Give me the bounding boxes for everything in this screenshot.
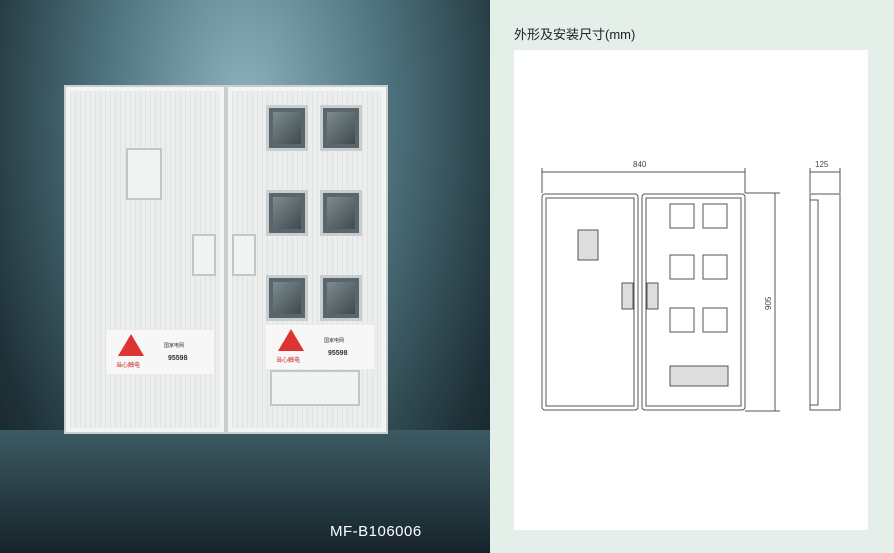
org-text: 国家电网 <box>324 338 345 344</box>
hotline-text: 95598 <box>328 350 348 357</box>
meter-window <box>320 275 362 321</box>
door-handle <box>232 234 256 276</box>
breaker-cover <box>270 370 360 406</box>
meter-window <box>266 275 308 321</box>
org-text: 国家电网 <box>164 343 185 349</box>
width-label: 840 <box>633 160 647 169</box>
meter-window <box>266 190 308 236</box>
depth-label: 125 <box>815 160 829 169</box>
meter-window <box>126 148 162 200</box>
warning-text: 当心触电 <box>276 358 301 364</box>
product-photo: 当心触电 国家电网 95598 当心触电 国家电网 95598 MF-B1060… <box>0 0 490 553</box>
meter-window <box>266 105 308 151</box>
width-dimension: 840 <box>541 160 746 193</box>
side-view <box>809 193 841 411</box>
meter-window <box>320 190 362 236</box>
front-view <box>541 193 746 411</box>
hotline-text: 95598 <box>168 355 188 362</box>
drawing-title: 外形及安装尺寸(mm) <box>514 27 636 42</box>
model-number: MF-B106006 <box>330 523 422 540</box>
door-handle <box>192 234 216 276</box>
high-voltage-icon <box>278 329 304 351</box>
warning-text: 当心触电 <box>116 363 141 369</box>
warning-label: 当心触电 国家电网 95598 <box>106 330 214 374</box>
depth-dimension: 125 <box>809 160 841 193</box>
drawing-sheet <box>514 50 868 530</box>
height-label: 905 <box>764 296 773 310</box>
floor-reflection <box>0 430 490 553</box>
high-voltage-icon <box>118 334 144 356</box>
height-dimension: 905 <box>745 192 780 412</box>
meter-window <box>320 105 362 151</box>
warning-label: 当心触电 国家电网 95598 <box>266 325 374 369</box>
